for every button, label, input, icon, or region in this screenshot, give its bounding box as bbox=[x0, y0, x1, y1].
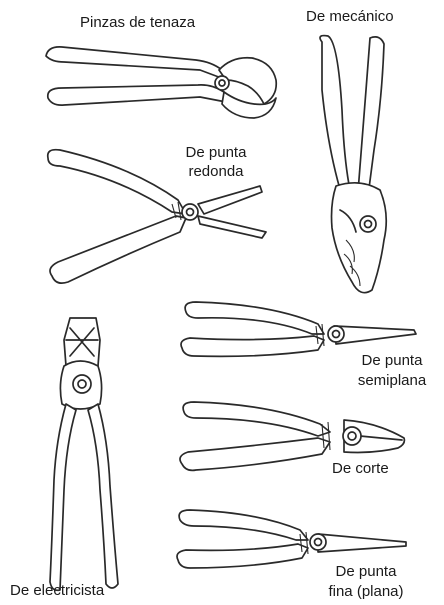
label-mechanic: De mecánico bbox=[306, 8, 394, 26]
label-pincers: Pinzas de tenaza bbox=[80, 14, 195, 32]
label-round-nose-line2: redonda bbox=[170, 163, 262, 181]
slip-joint-pliers-drawing bbox=[320, 36, 386, 293]
label-flat-nose-line1: De punta bbox=[316, 563, 416, 581]
lineman-pliers-drawing bbox=[50, 318, 118, 590]
flat-nose-pliers-drawing bbox=[177, 510, 406, 568]
label-round-nose-line1: De punta bbox=[170, 144, 262, 162]
label-semiflat-line1: De punta bbox=[346, 352, 438, 370]
label-electrician: De electricista bbox=[10, 582, 104, 600]
label-semiflat-line2: semiplana bbox=[346, 372, 438, 390]
label-flat-nose-line2: fina (plana) bbox=[316, 583, 416, 601]
pincers-drawing bbox=[46, 47, 276, 118]
label-cutters: De corte bbox=[332, 460, 389, 478]
needle-nose-pliers-drawing bbox=[181, 302, 416, 356]
